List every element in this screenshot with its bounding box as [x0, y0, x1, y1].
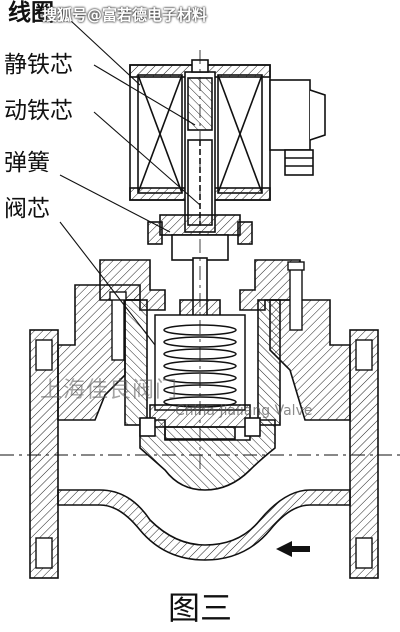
- solenoid-coil: [129, 64, 326, 201]
- flange-holes: [35, 339, 373, 569]
- valve-body: [29, 284, 379, 579]
- bolts: [109, 261, 305, 361]
- label-coil: 线圈: [8, 0, 54, 26]
- valve-disc: [139, 404, 261, 440]
- leader-lines: [59, 19, 201, 346]
- core-assembly: [147, 59, 253, 261]
- label-valve-core: 阀芯: [4, 196, 50, 222]
- flow-direction-arrow-icon: [276, 541, 310, 557]
- watermark-top: 搜狐号@富若德电子材料: [42, 6, 208, 24]
- figure-caption: 图三: [167, 589, 232, 627]
- label-static-core: 静铁芯: [4, 52, 73, 78]
- watermark-brand-en: China Jialiang Valve: [175, 403, 313, 419]
- label-spring: 弹簧: [4, 150, 50, 176]
- watermark-brand-cn: 上海佳良阀门: [40, 378, 179, 403]
- label-moving-core: 动铁芯: [4, 98, 73, 124]
